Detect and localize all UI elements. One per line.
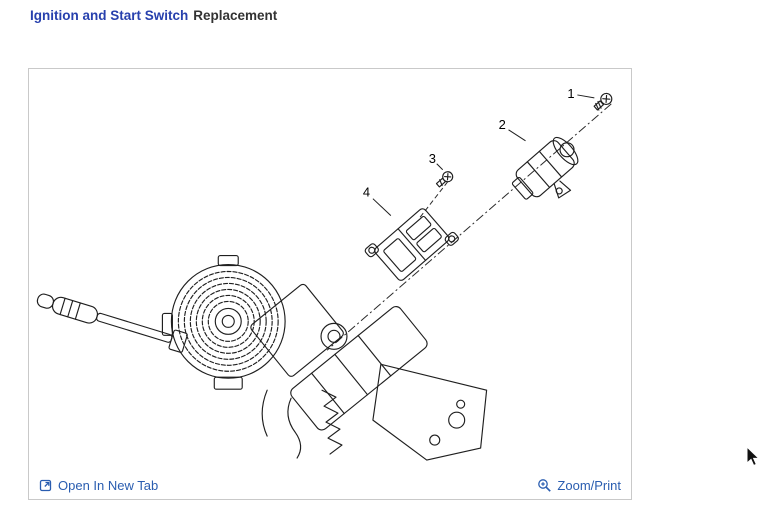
steering-column-assembly (250, 283, 488, 461)
diagram-panel: 1 2 3 4 Open In New Tab Zoom/Print (28, 68, 632, 500)
ignition-start-switch-link[interactable]: Ignition and Start Switch (30, 8, 189, 23)
diagram-footer: Open In New Tab Zoom/Print (29, 471, 631, 499)
callout-4: 4 (363, 185, 370, 200)
callout-1-leader (577, 94, 595, 99)
callout-1: 1 (567, 86, 574, 101)
coil-spring (321, 389, 343, 455)
lock-cylinder-housing (511, 136, 579, 200)
callout-3: 3 (429, 151, 436, 166)
screw3-axis-line (419, 181, 449, 218)
screw-3 (435, 171, 454, 188)
callout-2: 2 (499, 117, 506, 132)
turn-signal-stalk (36, 293, 188, 353)
diagram-area: 1 2 3 4 (29, 69, 631, 471)
mounting-bracket (372, 363, 488, 461)
open-in-new-tab-link[interactable]: Open In New Tab (39, 478, 158, 493)
zoom-magnifier-icon (538, 478, 552, 492)
mouse-cursor (746, 446, 760, 467)
ignition-switch-diagram: 1 2 3 4 (36, 86, 613, 461)
ignition-switch-module (364, 208, 459, 281)
page-title-suffix: Replacement (193, 8, 278, 23)
page-title: Ignition and Start Switch Replacement (30, 8, 277, 23)
callout-2-leader (508, 129, 526, 142)
zoom-print-label: Zoom/Print (557, 477, 621, 493)
open-in-new-tab-label: Open In New Tab (58, 477, 159, 493)
callout-3-leader (436, 163, 444, 171)
zoom-print-link[interactable]: Zoom/Print (537, 478, 621, 493)
screw-1 (593, 92, 613, 111)
open-in-new-tab-icon (39, 479, 52, 492)
clock-spring (161, 254, 286, 390)
assembly-axis-line (326, 103, 612, 351)
callout-4-leader (372, 198, 392, 216)
